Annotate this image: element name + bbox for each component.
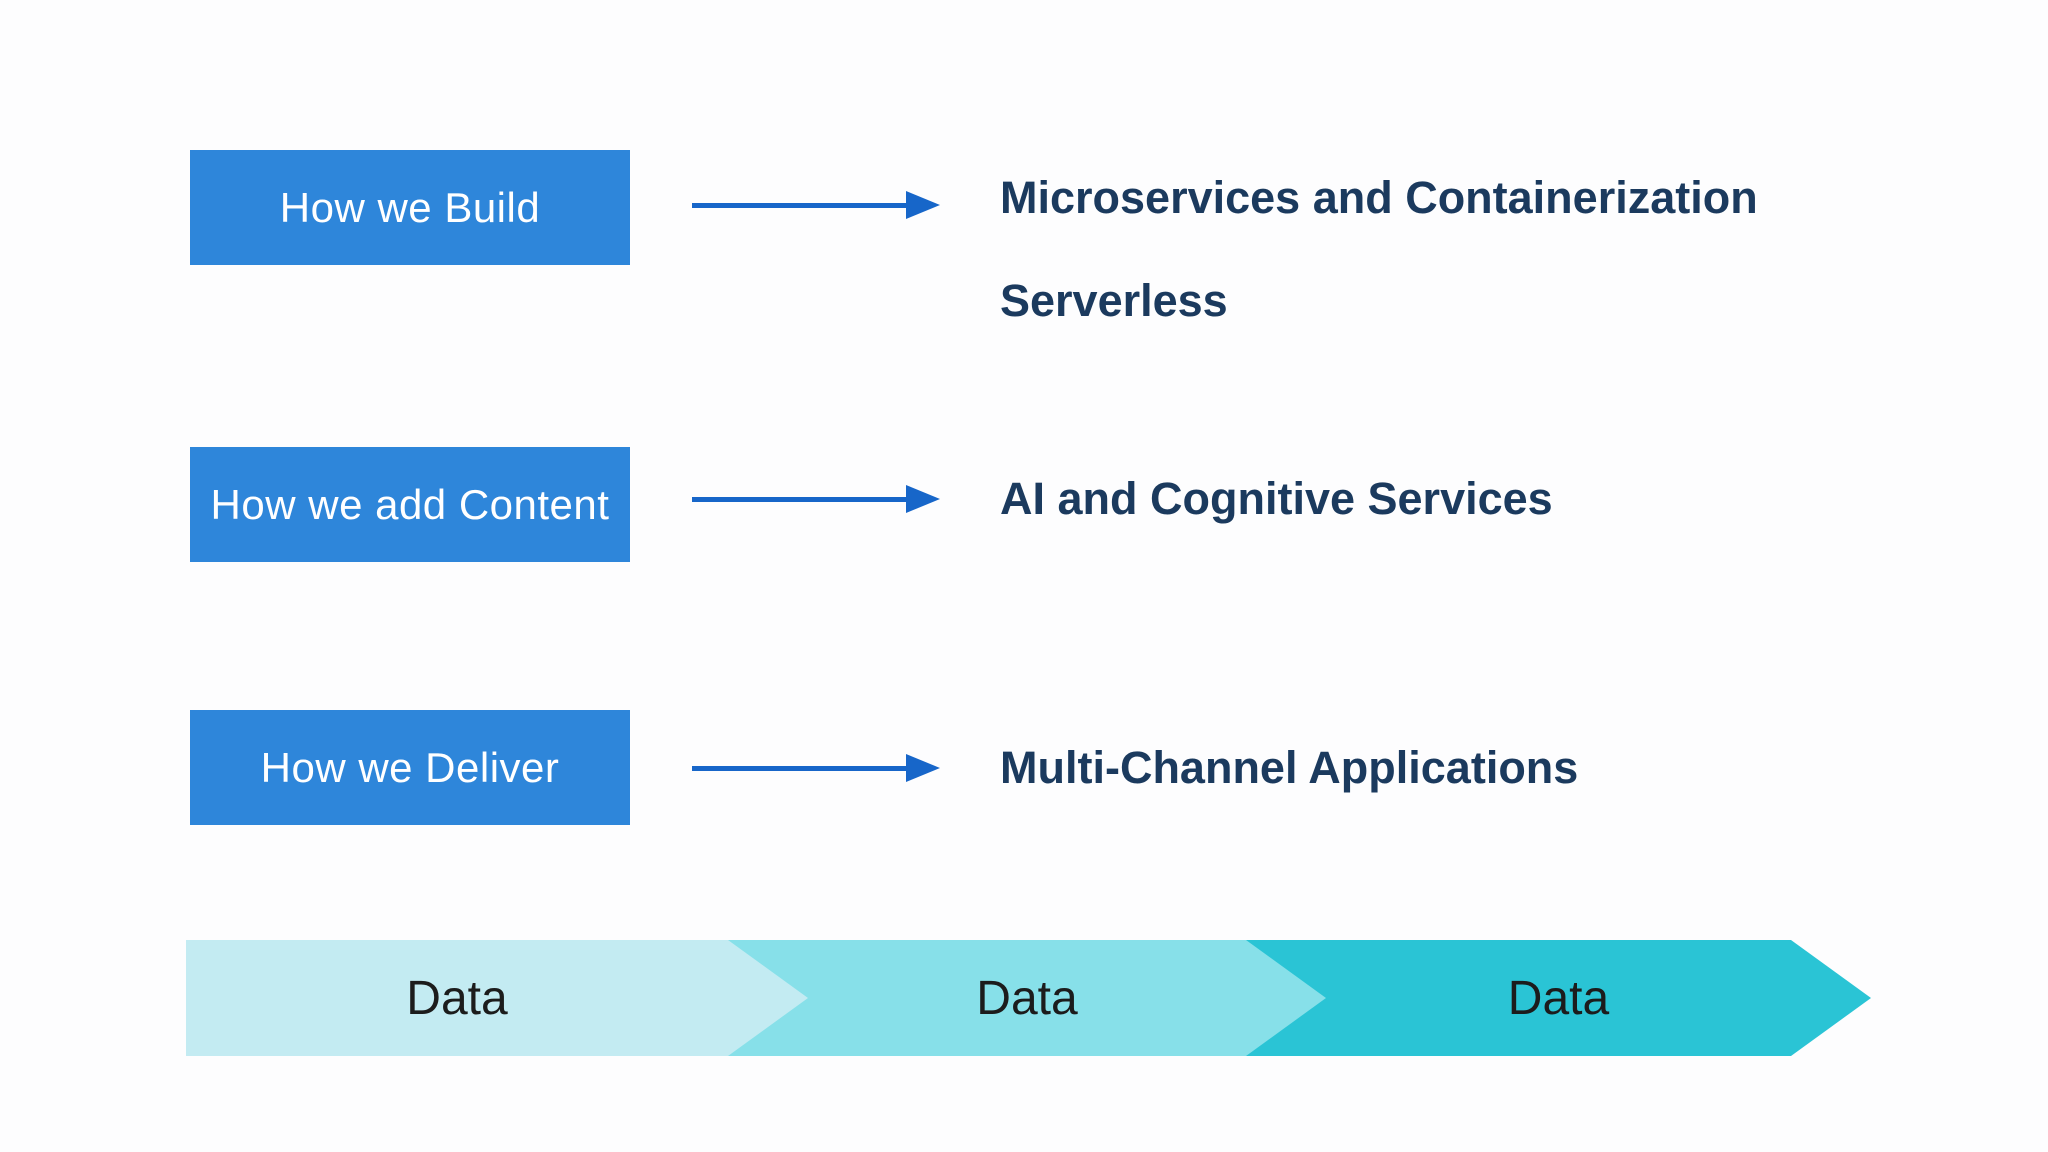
arrow-head-icon — [906, 485, 940, 513]
arrow-head-icon — [906, 191, 940, 219]
box-how-we-deliver: How we Deliver — [190, 710, 630, 825]
right-arrow-icon — [692, 753, 940, 783]
box-how-we-build: How we Build — [190, 150, 630, 265]
arrow-shaft — [692, 765, 906, 771]
arrow-shaft — [692, 202, 906, 208]
right-arrow-icon — [692, 484, 940, 514]
flow-chevron-1-label: Data — [406, 971, 508, 1025]
arrow-head-icon — [906, 754, 940, 782]
flow-chevron-3-label: Data — [1507, 971, 1610, 1025]
flow-chevron-3: Data — [1246, 940, 1871, 1056]
flow-chevron-2: Data — [728, 940, 1326, 1056]
heading-ai-cognitive-services: AI and Cognitive Services — [1000, 473, 1553, 524]
box-how-we-build-label: How we Build — [279, 183, 541, 231]
heading-microservices-containerization: Microservices and Containerization — [1000, 172, 1758, 223]
arrow-shaft — [692, 496, 906, 502]
flow-chevron-1: Data — [186, 940, 808, 1056]
heading-serverless: Serverless — [1000, 275, 1228, 326]
heading-multi-channel-applications: Multi-Channel Applications — [1000, 742, 1579, 793]
right-arrow-icon — [692, 190, 940, 220]
flow-chevron-2-label: Data — [976, 971, 1078, 1025]
box-how-we-add-content-label: How we add Content — [210, 480, 610, 528]
box-how-we-deliver-label: How we Deliver — [260, 743, 560, 791]
box-how-we-add-content: How we add Content — [190, 447, 630, 562]
